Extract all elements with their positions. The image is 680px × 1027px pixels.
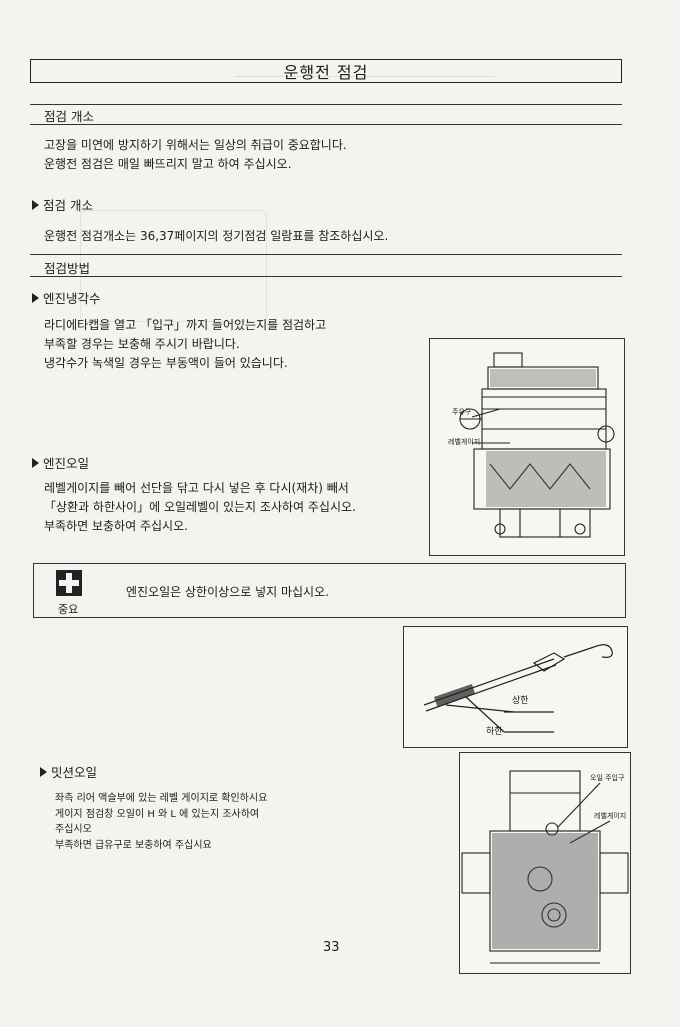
dipstick-illustration [423,644,613,733]
page-title: 운행전 점검 [30,59,622,83]
subsection1-text: 운행전 점검개소는 36,37페이지의 정기점검 일람표를 참조하십시오. [44,229,389,243]
text-line: 주십시오 [55,824,92,835]
important-note-box: 중요 엔진오일은 상한이상으로 넣지 마십시오. [33,563,626,618]
section-divider [30,276,622,277]
transmission-label-inlet: 오일 주입구 [590,774,625,782]
transmission-figure: 오일 주입구 레벨게이지 [459,752,631,974]
mission-oil-header-label: 밋션오일 [51,765,98,780]
bullet-triangle-icon [32,292,39,303]
text-line: 부족하면 급유구로 보충하여 주십시요 [55,839,212,851]
bullet-triangle-icon [32,457,39,468]
engine-label-gauge: 레벨게이지 [448,438,481,446]
bleed-through-image [80,210,267,322]
important-cross-icon [56,570,82,596]
section-divider [30,104,622,105]
bullet-triangle-icon [40,766,47,777]
important-text: 엔진오일은 상한이상으로 넣지 마십시오. [126,585,329,599]
engine-oil-header-label: 엔진오일 [43,456,90,471]
dipstick-label-upper: 상한 [512,696,529,706]
dipstick-figure: 상한 하한 [403,626,628,748]
text-line: 「상환과 하한사이」에 오일레벨이 있는지 조사하여 주십시오. [44,500,356,514]
engine-illustration [459,352,615,538]
bleed-through-text [235,62,605,112]
subsection-header-inspection-points: 점검 개소 [32,195,93,214]
engine-oil-text: 레벨게이지를 빼어 선단을 닦고 다시 넣은 후 다시(재차) 빼서 「상환과 … [44,479,356,536]
dipstick-label-lower: 하한 [486,727,503,737]
text-line: 고장을 미연에 방지하기 위해서는 일상의 취급이 중요합니다. [44,138,347,152]
text-line: 부족할 경우는 보충해 주시기 바랍니다. [44,337,240,351]
engine-figure: 주유구 레벨게이지 [429,338,625,556]
bullet-triangle-icon [32,199,39,210]
section-divider [30,124,622,125]
text-line: 게이지 점검창 오일이 H 와 L 에 있는지 조사하여 [55,808,260,820]
important-label: 중요 [58,603,79,616]
subsection-header-label: 점검 개소 [43,198,93,213]
section-divider [30,254,622,255]
engine-oil-header: 엔진오일 [32,453,89,472]
section-header-inspection-points: 점검 개소 [44,109,94,124]
coolant-header: 엔진냉각수 [32,288,101,307]
text-line: 좌측 리어 액슬부에 있는 레벨 게이지로 확인하시요 [55,793,268,804]
section-header-inspection-method: 점검방법 [44,261,91,276]
mission-oil-text: 좌측 리어 액슬부에 있는 레벨 게이지로 확인하시요 게이지 점검창 오일이 … [55,791,267,853]
transmission-illustration [461,770,629,964]
page-number: 33 [323,940,340,955]
mission-oil-header: 밋션오일 [40,762,97,781]
text-line: 운행전 점검은 매일 빠뜨리지 말고 하여 주십시오. [44,157,292,171]
engine-label-inlet: 주유구 [452,408,472,416]
coolant-header-label: 엔진냉각수 [43,291,101,306]
text-line: 라디에타캡을 열고 「입구」까지 들어있는지를 점검하고 [44,318,327,332]
transmission-label-gauge: 레벨게이지 [594,812,627,820]
text-line: 부족하면 보충하여 주십시오. [44,519,188,533]
text-line: 냉각수가 녹색일 경우는 부동액이 들어 있습니다. [44,356,288,370]
section1-text: 고장을 미연에 방지하기 위해서는 일상의 취급이 중요합니다. 운행전 점검은… [44,136,347,174]
text-line: 레벨게이지를 빼어 선단을 닦고 다시 넣은 후 다시(재차) 빼서 [44,481,349,495]
coolant-text: 라디에타캡을 열고 「입구」까지 들어있는지를 점검하고 부족할 경우는 보충해… [44,316,326,373]
